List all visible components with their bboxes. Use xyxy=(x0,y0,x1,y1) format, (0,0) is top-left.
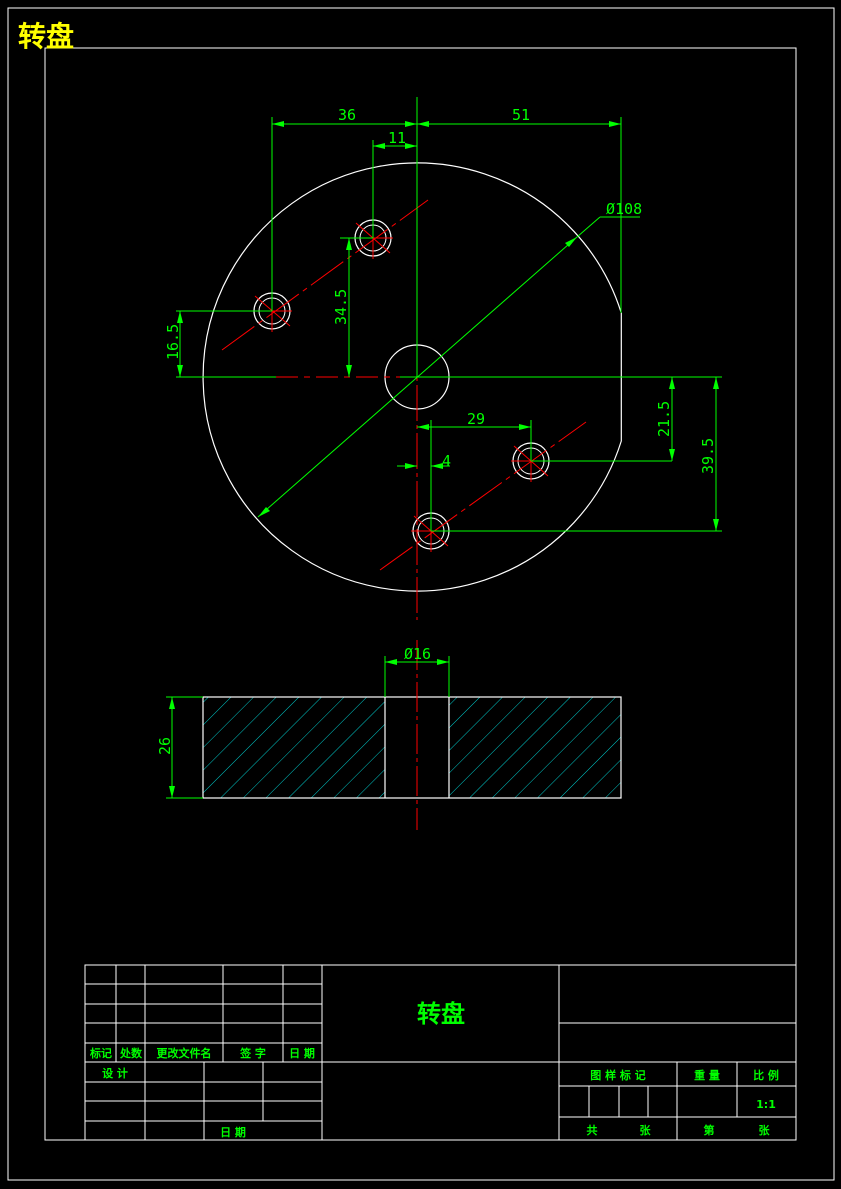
scale-label: 比 例 xyxy=(753,1068,779,1082)
pattern-mark-label: 图 样 标 记 xyxy=(590,1068,646,1082)
corner-title: 转盘 xyxy=(18,20,74,53)
rev-header-sign: 签 字 xyxy=(239,1046,266,1060)
scale-value: 1:1 xyxy=(756,1098,776,1111)
dim-11: 11 xyxy=(388,129,406,147)
rev-header-file: 更改文件名 xyxy=(157,1046,212,1060)
dim-16: Ø16 xyxy=(404,645,431,663)
dim-4: 4 xyxy=(442,452,451,470)
title-block: 转盘 标记 处数 更改文件名 签 字 日 期 设 计 日 期 图 样 标 记 重… xyxy=(84,964,797,1141)
centerlines xyxy=(221,97,587,620)
dim-51: 51 xyxy=(512,106,530,124)
dim-108: Ø108 xyxy=(606,200,642,218)
section-hatch-right xyxy=(449,697,621,798)
total-label: 共 xyxy=(587,1123,598,1137)
dim-26: 26 xyxy=(156,737,174,755)
dim-36: 36 xyxy=(338,106,356,124)
rev-header-count: 处数 xyxy=(119,1046,143,1060)
rev-header-date: 日 期 xyxy=(289,1046,315,1060)
dim-21-5: 21.5 xyxy=(655,401,673,437)
top-arrowheads xyxy=(177,121,719,531)
dim-39-5: 39.5 xyxy=(699,438,717,474)
sheets-unit-2: 张 xyxy=(759,1123,771,1137)
sheet-label: 第 xyxy=(704,1123,715,1137)
section-arrowheads xyxy=(169,659,449,798)
dim-34-5: 34.5 xyxy=(332,289,350,325)
dim-29: 29 xyxy=(467,410,485,428)
section-view: Ø16 26 xyxy=(156,640,622,830)
sheets-unit-1: 张 xyxy=(640,1123,652,1137)
section-hatch-left xyxy=(203,697,385,798)
date-label: 日 期 xyxy=(220,1125,246,1139)
rev-header-mark: 标记 xyxy=(89,1046,112,1060)
outer-border xyxy=(7,7,835,1181)
dim-16-5: 16.5 xyxy=(164,324,182,360)
design-label: 设 计 xyxy=(102,1066,128,1080)
weight-label: 重 量 xyxy=(694,1068,720,1082)
top-view: 36 51 11 Ø108 29 4 34.5 16.5 21.5 39.5 xyxy=(164,97,722,620)
disk-outline xyxy=(202,162,622,592)
part-name: 转盘 xyxy=(417,1000,465,1028)
section-outline xyxy=(202,696,622,799)
inner-border xyxy=(44,47,797,1141)
